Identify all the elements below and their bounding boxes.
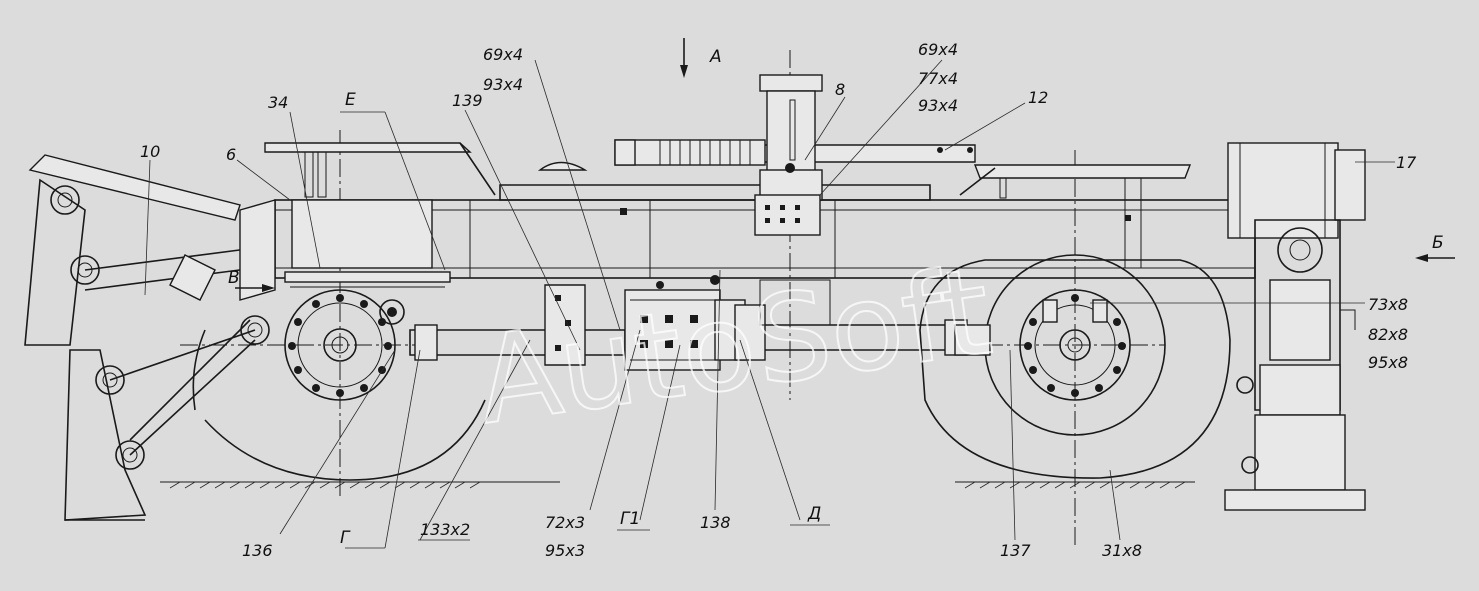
label-e: Е <box>345 90 356 110</box>
label-69x4-b: 69x4 <box>918 40 958 59</box>
arrow-right-icon <box>235 284 275 292</box>
label-31x8: 31x8 <box>1102 541 1142 560</box>
ground-line <box>160 481 1195 489</box>
rear-hitch <box>1224 142 1366 511</box>
label-17: 17 <box>1396 153 1417 172</box>
leader-lines <box>144 59 1395 549</box>
label-133x2: 133x2 <box>420 520 470 539</box>
label-view-a: А <box>709 47 722 67</box>
central-gearbox <box>544 275 831 371</box>
label-10: 10 <box>140 142 160 161</box>
label-view-v: В <box>228 268 240 288</box>
label-g1: Г1 <box>620 509 640 529</box>
watermark: AutoSoft <box>469 242 999 451</box>
label-82x8: 82x8 <box>1368 325 1408 344</box>
label-d: Д <box>807 504 821 524</box>
label-73x8: 73x8 <box>1368 295 1408 314</box>
wheel-left <box>192 289 486 481</box>
label-95x8: 95x8 <box>1368 353 1408 372</box>
label-12: 12 <box>1028 88 1048 107</box>
arrow-down-icon <box>680 38 688 78</box>
label-95x3: 95x3 <box>545 541 585 560</box>
label-139: 139 <box>452 91 483 110</box>
label-g: Г <box>340 528 351 548</box>
arrow-left-icon <box>1415 254 1455 262</box>
label-34: 34 <box>268 93 288 112</box>
label-93x4-b: 93x4 <box>918 96 958 115</box>
label-8: 8 <box>835 80 845 99</box>
label-93x4-a: 93x4 <box>483 75 523 94</box>
gear-mechanism <box>614 74 823 236</box>
label-137: 137 <box>1000 541 1031 560</box>
label-77x4: 77x4 <box>918 69 958 88</box>
front-linkage <box>24 154 276 521</box>
label-69x4-a: 69x4 <box>483 45 523 64</box>
label-136: 136 <box>242 541 273 560</box>
label-72x3: 72x3 <box>545 513 585 532</box>
label-6: 6 <box>226 145 236 164</box>
label-138: 138 <box>700 513 731 532</box>
label-view-b: Б <box>1432 233 1444 253</box>
